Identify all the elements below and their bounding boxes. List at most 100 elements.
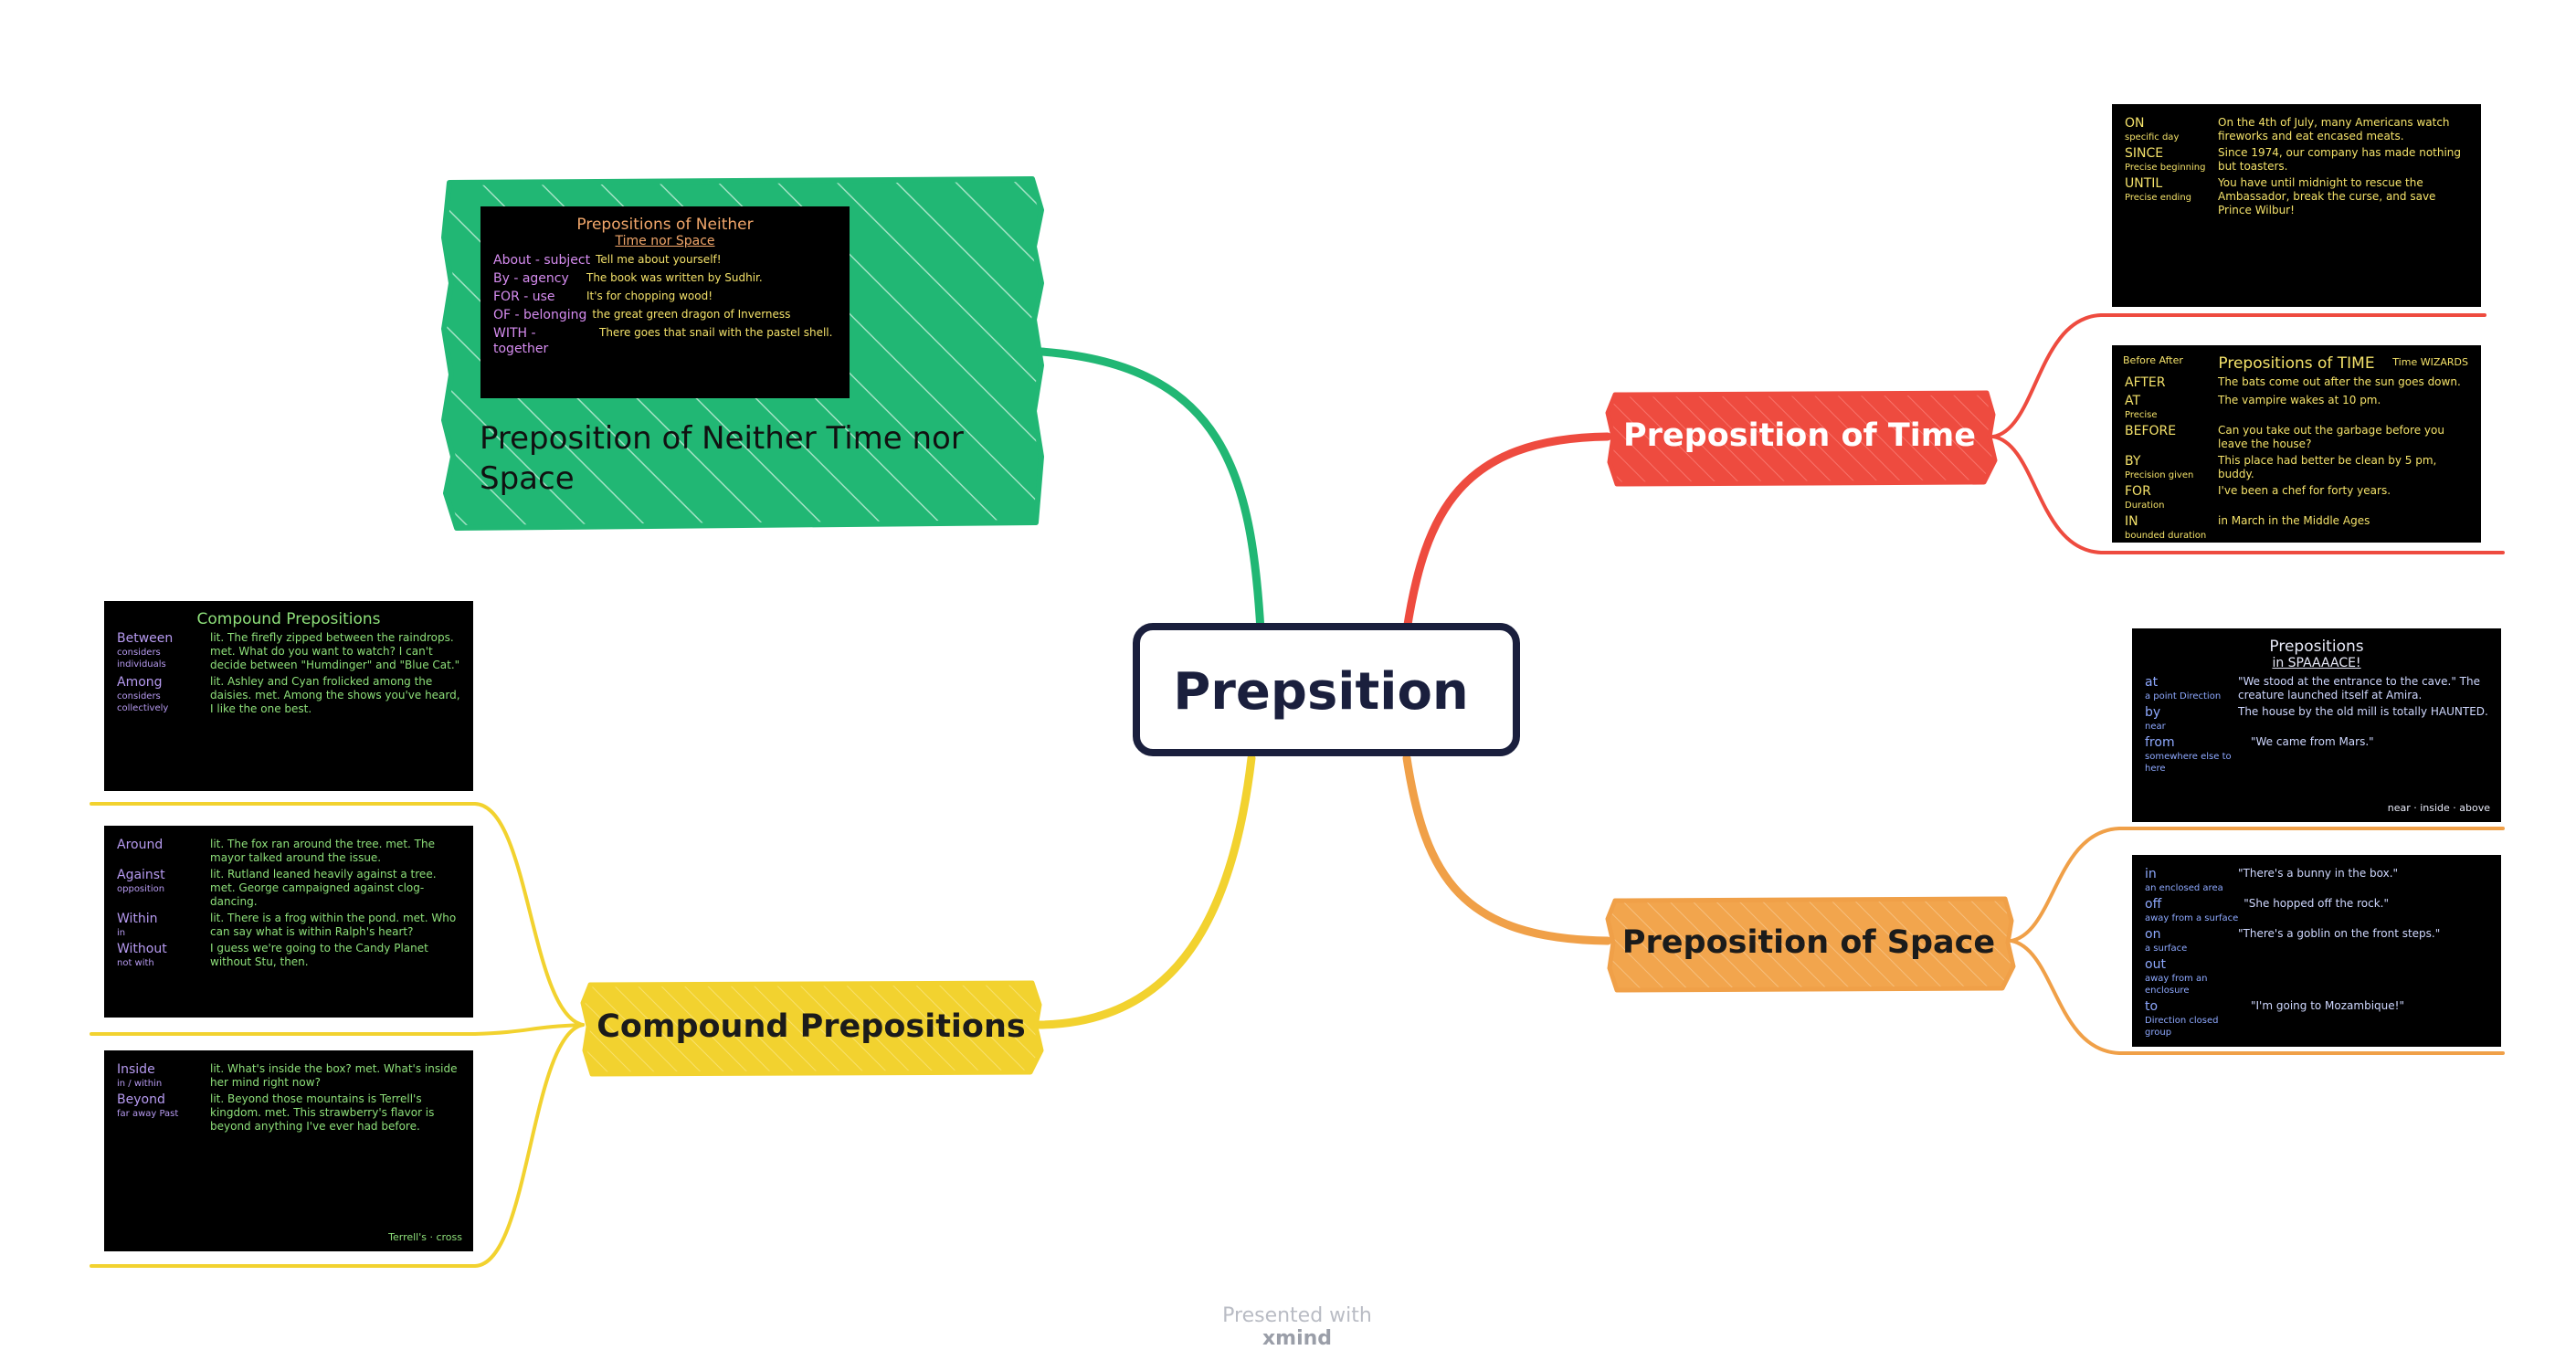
card-subtitle: Time nor Space — [615, 234, 715, 248]
card-word: Among — [117, 675, 163, 690]
card-row-term: FOR - use — [493, 290, 581, 305]
card-word: SINCE — [2125, 146, 2164, 161]
card-note: Duration — [2125, 501, 2165, 511]
card-word: FOR — [2125, 484, 2151, 499]
card-example: "I'm going to Mozambique!" — [2251, 999, 2404, 1012]
xmind-logo: xmind — [1262, 1327, 1333, 1350]
card-note: Precision given — [2125, 470, 2194, 480]
card-word: Against — [117, 868, 165, 882]
card-word: Beyond — [117, 1092, 165, 1107]
central-topic-box[interactable] — [1133, 623, 1520, 756]
card-note: not with — [117, 958, 154, 968]
card-row-term: IN bounded duration — [2125, 514, 2212, 542]
card-word: Between — [117, 631, 174, 646]
topic-time-box[interactable] — [1605, 390, 1998, 487]
card-example: Since 1974, our company has made nothing… — [2218, 146, 2462, 173]
card-note: Precise beginning — [2125, 163, 2206, 173]
connector-time — [1402, 432, 1612, 635]
card-example: lit. Ashley and Cyan frolicked among the… — [210, 675, 460, 715]
card-row-term: WITH - together — [493, 326, 594, 357]
card-note: a point Direction — [2145, 691, 2222, 701]
topic-compound-label[interactable]: Compound Prepositions — [596, 1008, 1026, 1045]
card-note: away from a surface — [2145, 913, 2239, 923]
card-title: Prepositions of Neither — [576, 216, 754, 234]
card-word: FOR - use — [493, 290, 555, 304]
connector-neither — [1037, 347, 1265, 635]
card-note: considers individuals — [117, 648, 166, 670]
card-word: BY — [2125, 454, 2141, 469]
card-note: far away Past — [117, 1109, 179, 1119]
card-note: a surface — [2145, 944, 2188, 954]
card-row-term: Beyond far away Past — [117, 1092, 205, 1134]
card-row-term: SINCE Precise beginning — [2125, 146, 2212, 174]
card-row-term: OF - belonging — [493, 308, 586, 323]
card-example: The vampire wakes at 10 pm. — [2218, 394, 2381, 406]
card-example: Can you take out the garbage before you … — [2218, 424, 2444, 450]
card-word: WITH - together — [493, 326, 549, 356]
card-word: AFTER — [2125, 375, 2166, 390]
card-note: bounded duration — [2125, 531, 2207, 541]
card-example: The house by the old mill is totally HAU… — [2238, 705, 2488, 718]
card-subtitle: in SPAAAACE! — [2272, 656, 2361, 670]
card-example: "We stood at the entrance to the cave." … — [2238, 675, 2480, 701]
card-word: About - subject — [493, 253, 591, 268]
card-title: Compound Prepositions — [196, 610, 381, 628]
card-example: "She hopped off the rock." — [2243, 897, 2390, 910]
card-example: I guess we're going to the Candy Planet … — [210, 942, 428, 968]
card-tags: near · inside · above — [2387, 802, 2490, 814]
card-row-term: BEFORE — [2125, 424, 2212, 451]
card-note: somewhere else to here — [2145, 752, 2232, 774]
card-example: "There's a bunny in the box." — [2238, 867, 2399, 880]
card-example: "We came from Mars." — [2251, 735, 2374, 748]
card-note: away from an enclosure — [2145, 974, 2208, 996]
topic-compound-box[interactable] — [580, 980, 1044, 1077]
card-note: near — [2145, 722, 2166, 732]
card-example: "There's a goblin on the front steps." — [2238, 927, 2441, 940]
topic-space-box[interactable] — [1605, 896, 2016, 993]
card-row-term: About - subject — [493, 253, 590, 269]
card-example: You have until midnight to rescue the Am… — [2218, 176, 2436, 216]
card-title: Prepositions — [2269, 638, 2364, 656]
card-word: IN — [2125, 514, 2138, 529]
topic-space-label[interactable]: Preposition of Space — [1621, 924, 1996, 961]
card-note: Precise — [2125, 410, 2158, 420]
card-example: lit. What's inside the box? met. What's … — [210, 1062, 458, 1089]
card-row-term: Around — [117, 838, 205, 865]
card-example: lit. The firefly zipped between the rain… — [210, 631, 460, 671]
card-row-term: FOR Duration — [2125, 484, 2212, 512]
card-word: out — [2145, 957, 2166, 972]
sub-connectors — [90, 313, 2505, 1268]
card-example: There goes that snail with the pastel sh… — [599, 326, 833, 339]
topic-neither-label[interactable]: Preposition of Neither Time nor Space — [480, 420, 964, 497]
topic-time-label[interactable]: Preposition of Time — [1623, 417, 1976, 454]
card-word: OF - belonging — [493, 308, 587, 322]
card-note: specific day — [2125, 132, 2180, 142]
card-row-term: out away from an enclosure — [2145, 957, 2245, 997]
card-word: Inside — [117, 1062, 155, 1077]
connector-space — [1402, 754, 1612, 945]
card-row: WITH - together There goes that snail wit… — [493, 326, 837, 357]
central-topic-label[interactable]: Prepsition — [1173, 661, 1469, 722]
card-word: in — [2145, 867, 2157, 881]
card-row-term: AFTER — [2125, 375, 2212, 391]
